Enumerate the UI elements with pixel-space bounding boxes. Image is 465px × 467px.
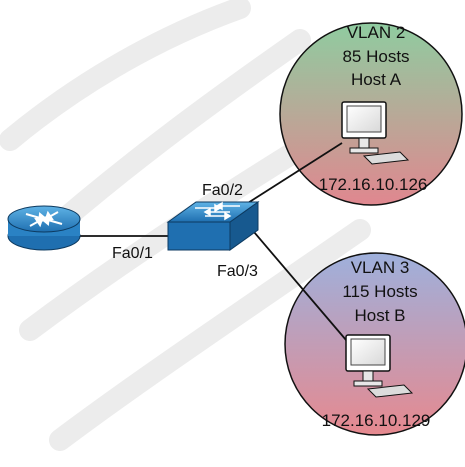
vlan2-hosts: 85 Hosts	[342, 47, 409, 66]
vlan2-host-name: Host A	[351, 70, 402, 89]
port-label-fa0-3: Fa0/3	[217, 263, 258, 280]
vlan3-name: VLAN 3	[351, 258, 410, 277]
port-label-fa0-2: Fa0/2	[202, 182, 243, 199]
desktop-computer-icon	[341, 101, 410, 165]
vlan3-ip: 172.16.10.129	[322, 411, 431, 430]
port-label-fa0-1: Fa0/1	[112, 245, 153, 262]
vlan2-name: VLAN 2	[347, 23, 406, 42]
link-switch-host-a	[239, 142, 343, 209]
router-icon	[7, 205, 81, 251]
vlan3-host-name: Host B	[354, 306, 405, 325]
vlan3-hosts: 115 Hosts	[342, 282, 417, 301]
link-switch-host-b	[247, 224, 353, 348]
switch-icon	[166, 201, 260, 251]
vlan2-ip: 172.16.10.126	[319, 175, 428, 194]
desktop-computer-icon	[345, 334, 414, 398]
